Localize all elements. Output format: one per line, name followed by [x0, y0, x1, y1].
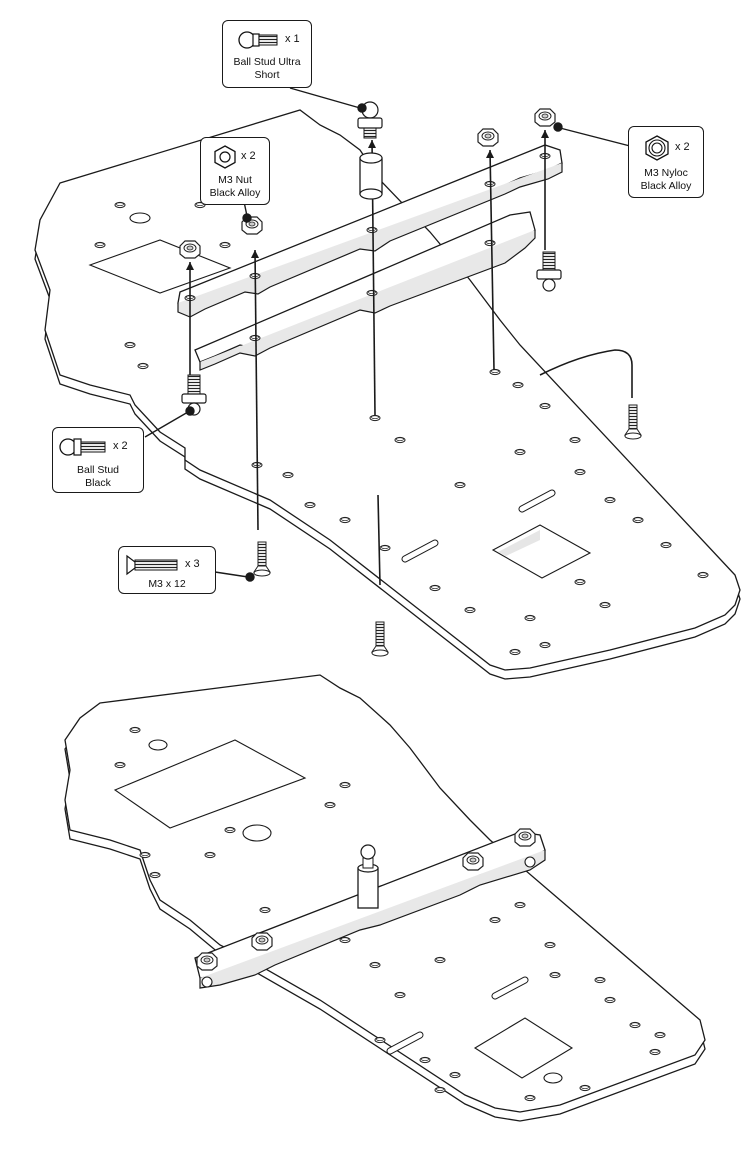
- callout-qty: x 2: [675, 141, 690, 153]
- callout-label-line1: M3 Nut: [218, 174, 252, 186]
- brace-assembled: [194, 828, 546, 989]
- callout-qty: x 3: [185, 558, 200, 570]
- countersunk-screw-icon: [126, 554, 178, 576]
- assembly-arrows: [186, 130, 549, 270]
- upper-brace: [177, 144, 563, 318]
- nyloc-nut-icon: [645, 135, 669, 161]
- callout-ball-stud-ultra-short: x 1 Ball Stud Ultra Short: [222, 20, 312, 88]
- callout-label-line1: Ball Stud: [76, 464, 120, 476]
- hardware-parts: [179, 101, 642, 657]
- callout-qty: x 1: [285, 33, 300, 45]
- callout-m3-nut-black-alloy: x 2 M3 Nut Black Alloy: [200, 137, 270, 205]
- ball-stud-icon: [238, 31, 278, 49]
- callout-label-line1: Ball Stud Ultra: [233, 56, 301, 68]
- callout-label-line1: M3 Nyloc: [644, 167, 688, 179]
- callout-m3-nyloc-black-alloy: x 2 M3 Nyloc Black Alloy: [628, 126, 704, 198]
- callout-label-line2: Black Alloy: [640, 180, 692, 192]
- lower-brace: [194, 211, 536, 371]
- callout-qty: x 2: [113, 440, 128, 452]
- callout-leaders: [144, 87, 631, 582]
- callout-label-line1: M3 x 12: [148, 578, 186, 590]
- callout-ball-stud-black: x 2 Ball Stud Black: [52, 427, 144, 493]
- callout-label-line2: Black Alloy: [209, 187, 261, 199]
- chassis-plate-exploded: [34, 109, 741, 680]
- callout-m3-x-12: x 3 M3 x 12: [118, 546, 216, 594]
- ball-stud-icon: [59, 438, 106, 456]
- callout-label-line2: Black: [85, 477, 111, 489]
- hex-nut-icon: [214, 145, 236, 169]
- callout-label-line2: Short: [254, 69, 280, 81]
- callout-qty: x 2: [241, 150, 256, 162]
